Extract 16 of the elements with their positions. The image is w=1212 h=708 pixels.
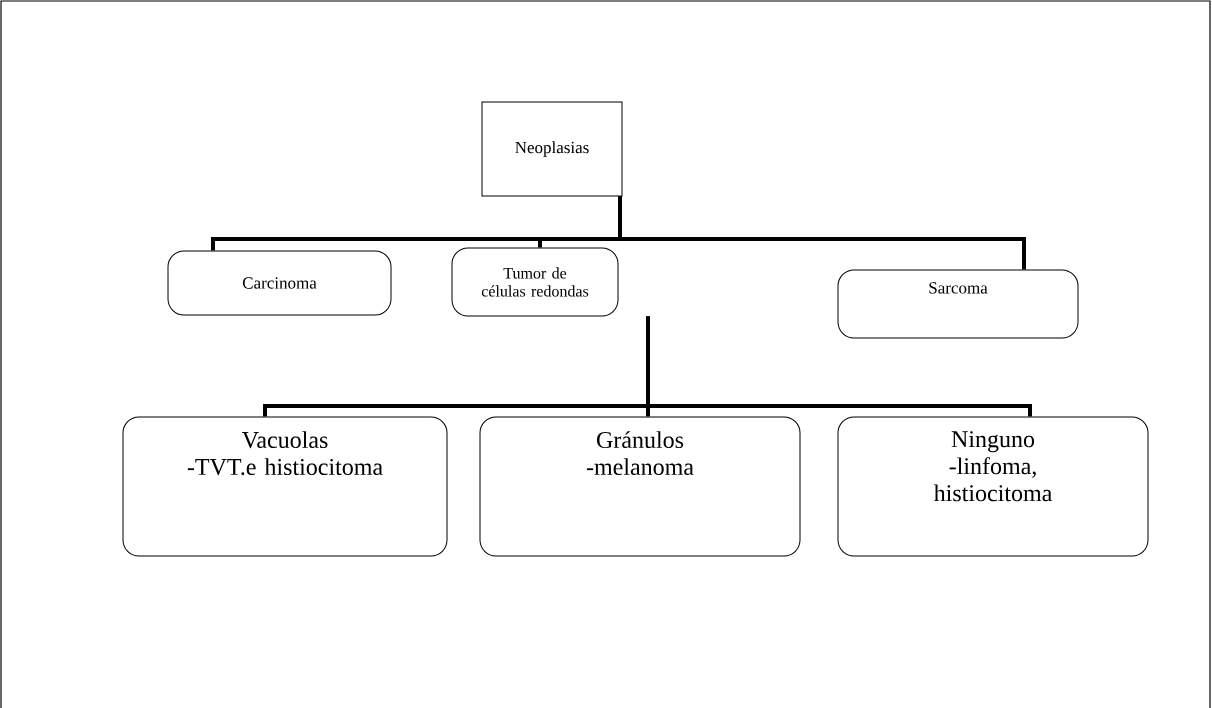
box-label: Tumor de células redondas (481, 267, 589, 297)
box-label: Neoplasias (515, 141, 589, 157)
box-label: Carcinoma (242, 277, 317, 289)
category-box (479, 416, 801, 557)
connector-line (646, 316, 1032, 417)
root-box (481, 101, 623, 197)
connector-line (618, 196, 1026, 270)
box-label: Vacuolas -TVT.e histiocitoma (187, 431, 383, 476)
box-label: Ninguno -linfoma, histiocitoma (933, 431, 1052, 502)
box-label: Gránulos -melanoma (586, 431, 694, 476)
category-box (122, 416, 448, 557)
category-box (837, 416, 1149, 557)
category-box (451, 247, 619, 317)
category-box (837, 269, 1079, 339)
box-label: Sarcoma (929, 282, 988, 294)
category-box (167, 250, 392, 316)
